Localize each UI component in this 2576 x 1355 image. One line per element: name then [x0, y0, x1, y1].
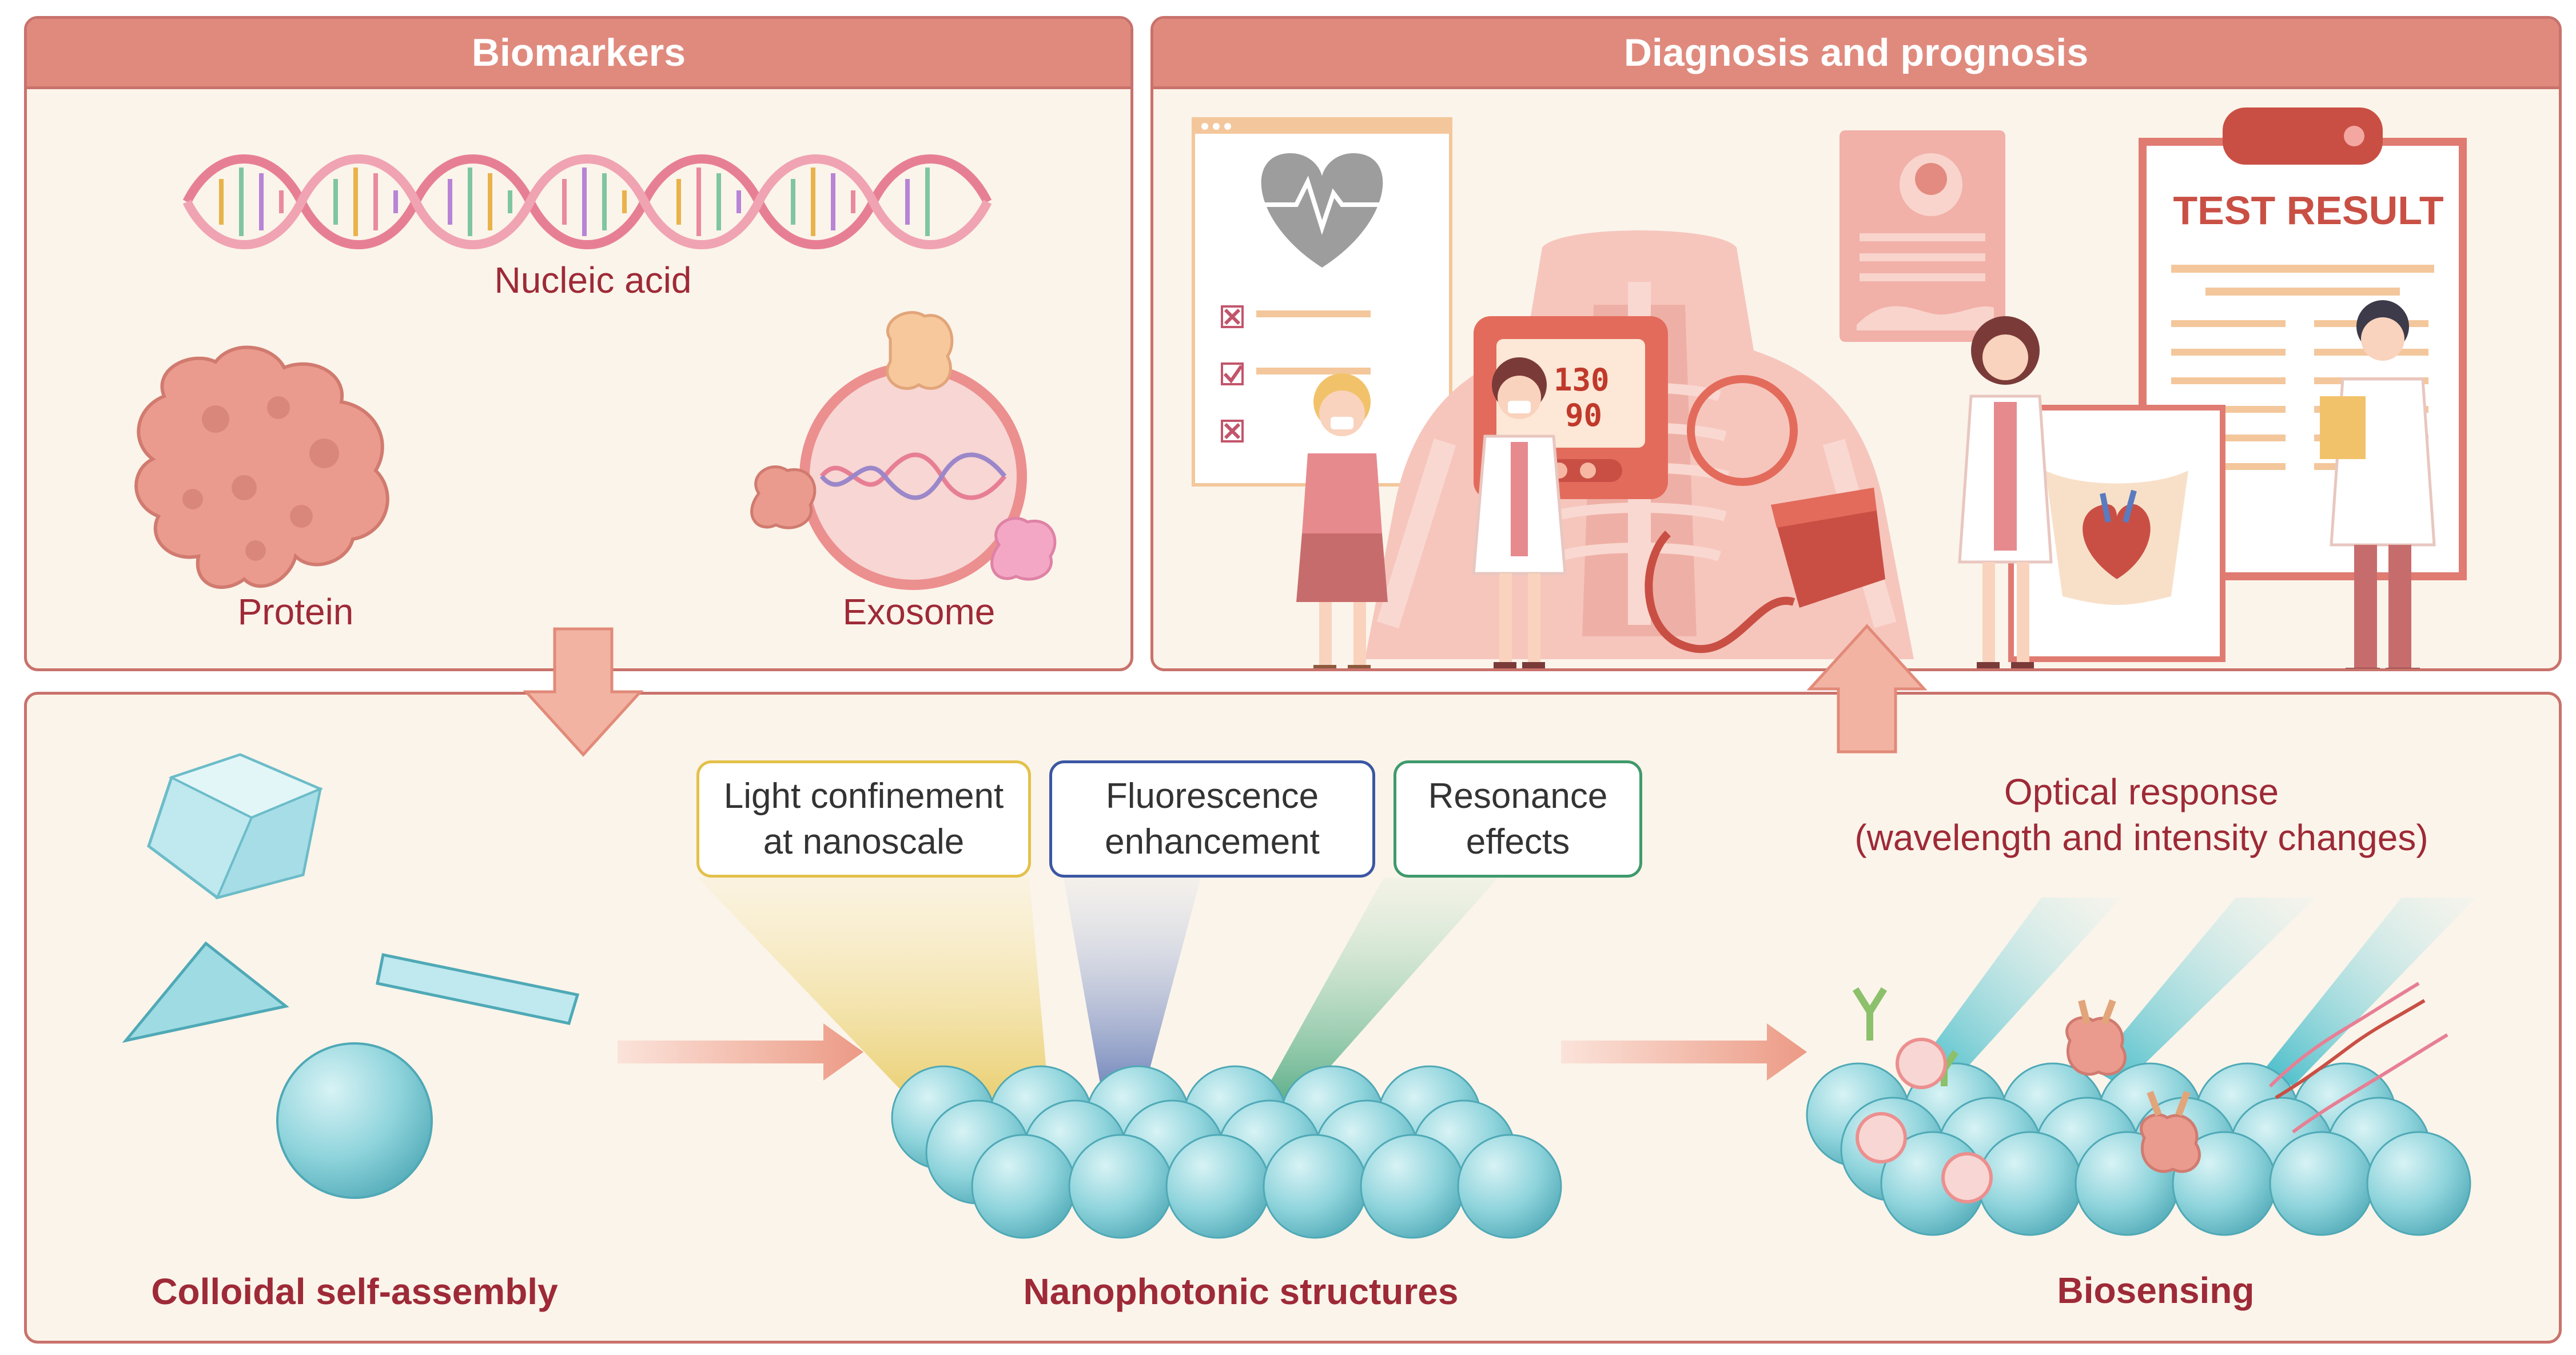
right-arrow-icon-1 — [618, 1023, 863, 1081]
protein-icon — [134, 345, 389, 589]
monitor-reading-top: 130 — [1554, 362, 1610, 398]
heart-chart-card — [1192, 117, 1452, 487]
colloidal-self-assembly-label: Colloidal self-assembly — [151, 1271, 558, 1312]
effect-box-resonance: Resonance effects — [1393, 760, 1642, 878]
biomarkers-title: Biomarkers — [27, 19, 1130, 89]
biosensing-label: Biosensing — [2057, 1270, 2255, 1311]
heart-ultrasound-board — [2008, 405, 2225, 662]
nanophotonic-structures-label: Nanophotonic structures — [1023, 1271, 1459, 1312]
diagnosis-panel: Diagnosis and prognosis 130 — [1150, 16, 2562, 671]
nucleic-acid-label: Nucleic acid — [494, 260, 692, 301]
diagnosis-title: Diagnosis and prognosis — [1153, 19, 2559, 89]
monitor-reading-bottom: 90 — [1565, 397, 1603, 433]
biomarkers-panel: Biomarkers Nucleic acid Protein — [24, 16, 1133, 671]
exosome-icon — [750, 311, 1057, 590]
right-arrow-icon-2 — [1561, 1023, 1807, 1081]
protein-label: Protein — [237, 591, 354, 632]
down-arrow-icon — [523, 627, 644, 757]
dna-helix-icon — [182, 154, 992, 249]
biosensing-array-icon — [1806, 898, 2476, 1236]
doctor-middle-illustration — [1472, 357, 1567, 668]
test-result-title: TEST RESULT — [2173, 188, 2444, 233]
doctor-left-illustration — [1296, 373, 1388, 668]
effect-box-light-confinement: Light confinement at nanoscale — [696, 760, 1031, 878]
exosome-label: Exosome — [842, 591, 996, 632]
effect-box-fluorescence: Fluorescence enhancement — [1049, 760, 1375, 878]
nanophotonic-array-icon — [698, 878, 1562, 1239]
up-arrow-icon — [1806, 624, 1928, 754]
profile-document-icon — [1840, 130, 2005, 342]
doctor-right-female-illustration — [1958, 316, 2053, 668]
optical-response-label: Optical response (wavelength and intensi… — [1854, 771, 2428, 858]
blood-pressure-cuff-icon — [1645, 375, 1885, 653]
colloid-shapes-icon — [122, 753, 580, 1199]
doctor-right-male-illustration — [2320, 300, 2436, 668]
